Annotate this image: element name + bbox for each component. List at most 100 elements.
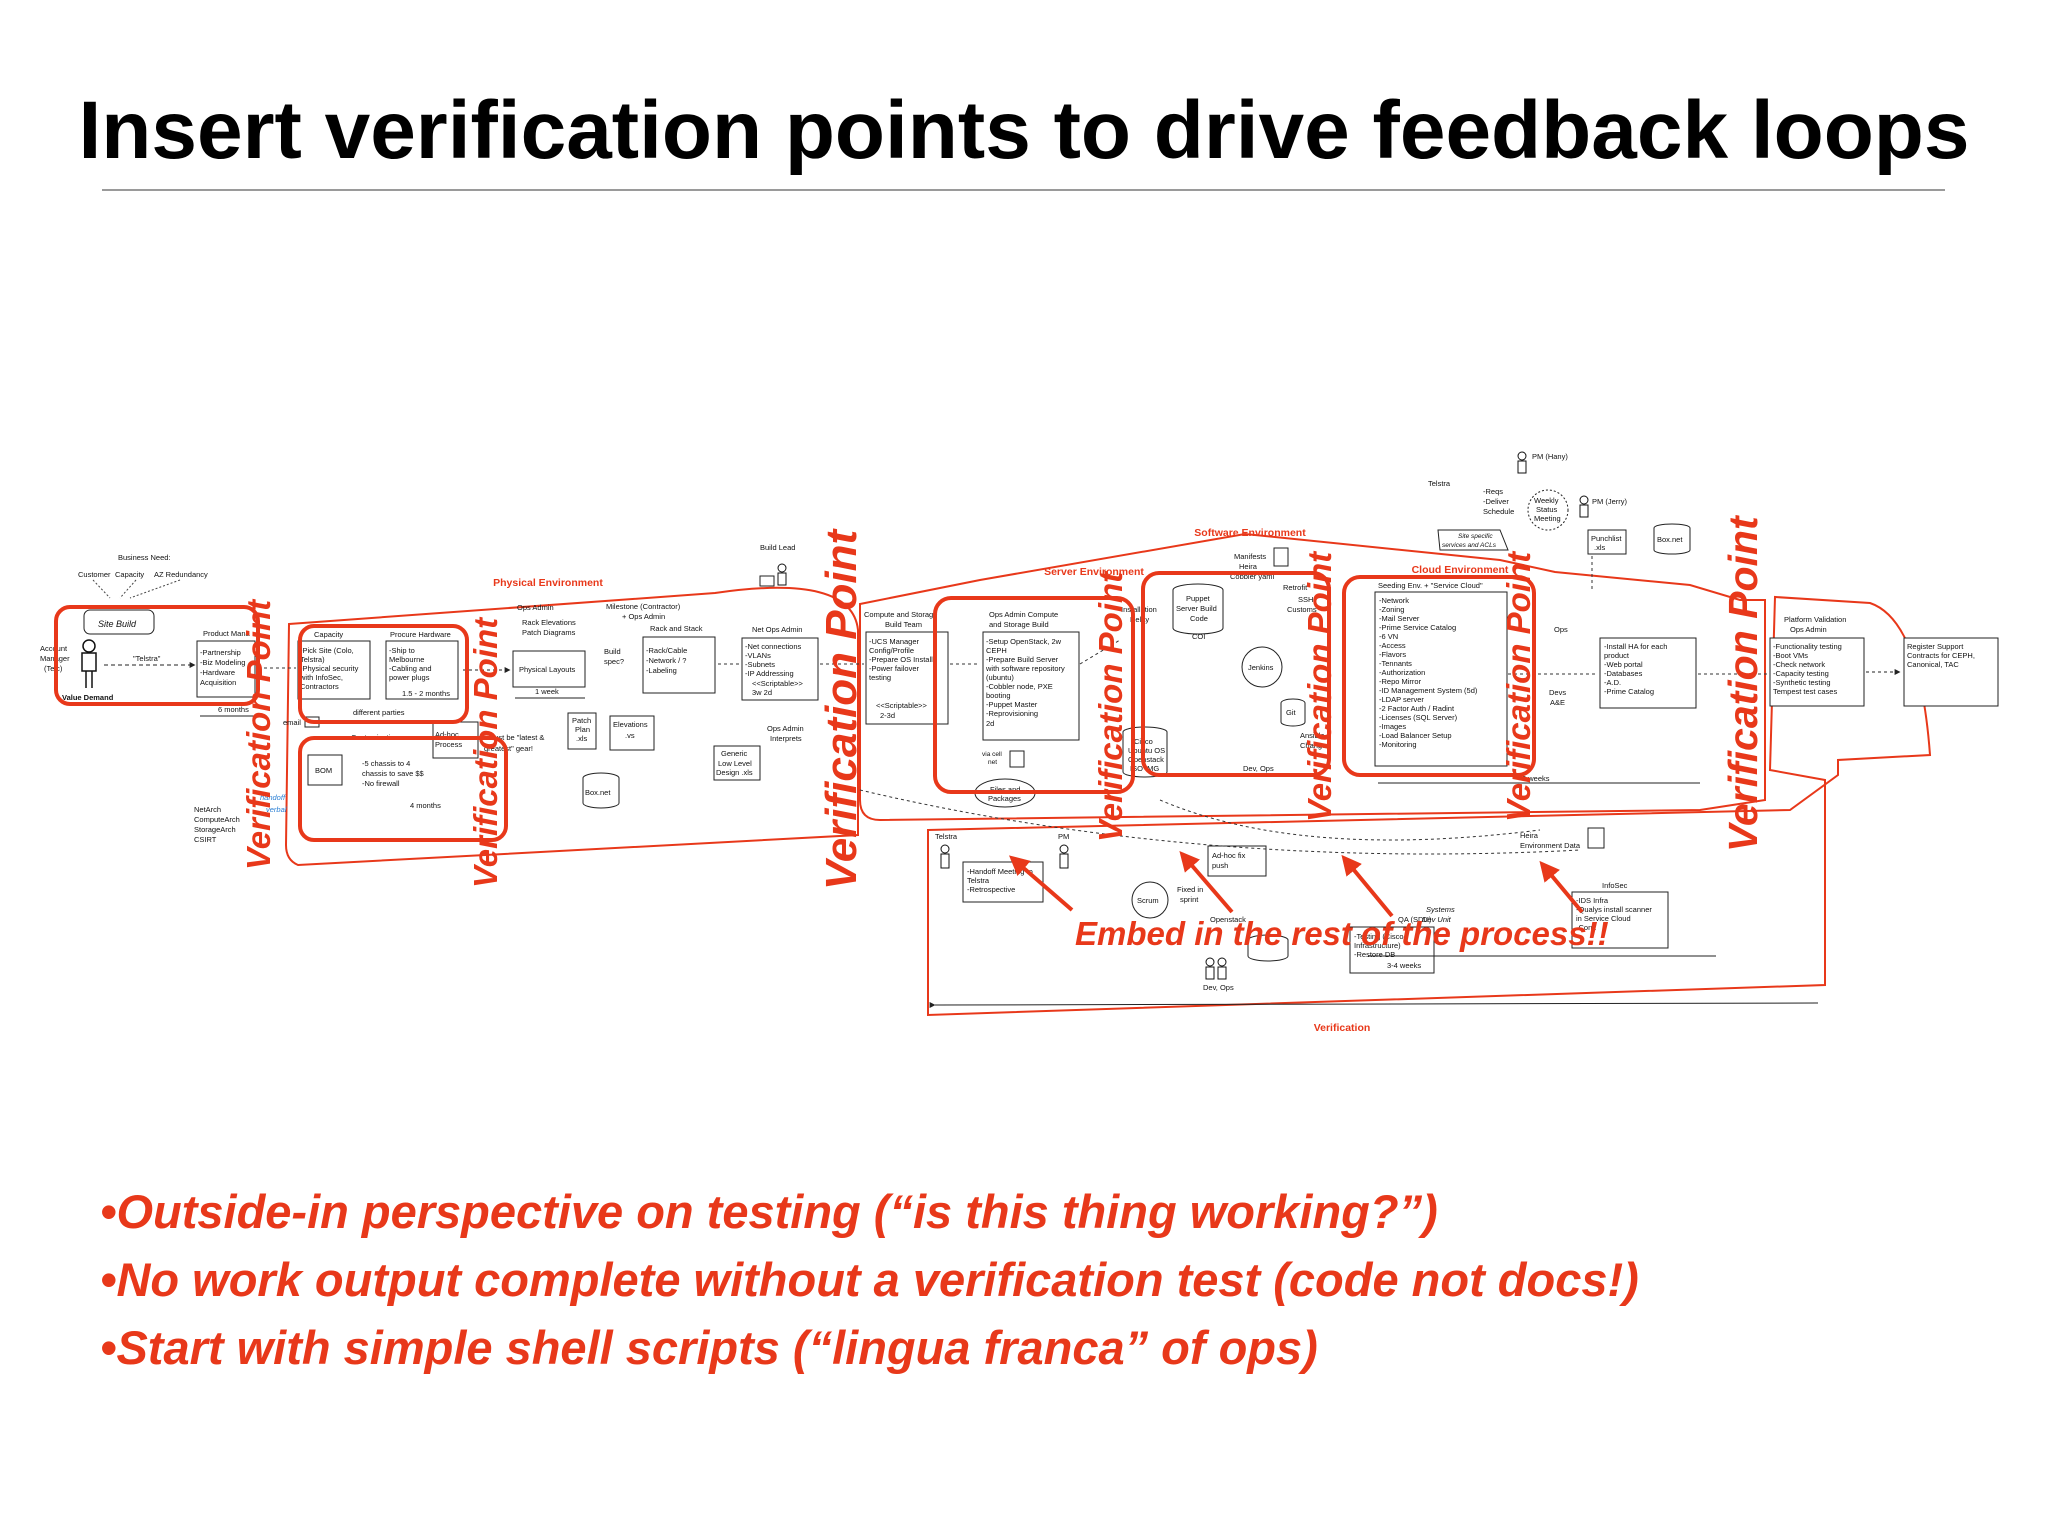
telstra-quote: "Telstra" (133, 654, 161, 663)
highlight-puppet (1141, 571, 1331, 777)
pm-hany: PM (Hany) (1532, 452, 1568, 461)
product-mgmt-item: Acquisition (200, 678, 236, 687)
seeding-item: -Prime Service Catalog (1379, 623, 1456, 632)
product-mgmt-item: -Partnership (200, 648, 241, 657)
fixed-in-sprint: sprint (1180, 895, 1199, 904)
different-parties: different parties (353, 708, 405, 717)
ops-compute-item: -Reprovisioning (986, 709, 1038, 718)
seeding-item: -Authorization (1379, 668, 1425, 677)
elevations-doc: .vs (625, 731, 635, 740)
platform-validation-item: -Synthetic testing (1773, 678, 1831, 687)
rack-stack-item: -Labeling (646, 666, 677, 675)
infosec-item: -Cont. (1576, 923, 1596, 932)
ops-compute-item: -Cobbler node, PXE (986, 682, 1053, 691)
telstra-bottom: Telstra (935, 832, 958, 841)
title-divider (102, 189, 1945, 191)
dev-ops-bottom-person-icon (1205, 957, 1227, 980)
platform-validation-title: Platform Validation (1784, 615, 1846, 624)
highlight-site-build (54, 605, 260, 706)
verification-point-4: Verification Point (1092, 570, 1129, 842)
ops-admin-interprets: Interprets (770, 734, 802, 743)
telstra-top: Telstra (1428, 479, 1451, 488)
seeding-item: -Repo Mirror (1379, 677, 1422, 686)
seeding-item: -Tennants (1379, 659, 1412, 668)
product-mgmt-item: -Biz Modeling (200, 658, 245, 667)
adhoc-fix: push (1212, 861, 1228, 870)
capacity-item: Telstra) (300, 655, 325, 664)
seeding-item: -Monitoring (1379, 740, 1417, 749)
net-ops-item: <<Scriptable>> (752, 679, 803, 688)
business-need-az: AZ Redundancy (154, 570, 208, 579)
verification-point-6: Verification Point (1500, 550, 1537, 822)
must-be-latest: must be "latest & (488, 733, 544, 742)
infosec-item: -IDS Infra (1576, 896, 1609, 905)
git-database-icon (1280, 698, 1306, 727)
four-months: 4 months (410, 801, 441, 810)
weekly-status: Weekly (1534, 496, 1559, 505)
patch-plan: Plan (575, 725, 590, 734)
procure-item: -Cabling and (389, 664, 432, 673)
compute-storage-title: Compute and Storage (864, 610, 937, 619)
mail-icon (759, 575, 775, 587)
compute-storage-item: -UCS Manager (869, 637, 920, 646)
account-manager-person-icon (81, 639, 97, 688)
stakeholder: NetArch (194, 805, 221, 814)
seeding-item: -2 Factor Auth / Radint (1379, 704, 1455, 713)
highlight-bom (298, 736, 508, 842)
business-need-customer: Customer (78, 570, 111, 579)
systems-dev-unit: Systems (1426, 905, 1455, 914)
adhoc-process: Ad-hoc (435, 730, 459, 739)
procure-duration: 1.5 - 2 months (402, 689, 450, 698)
takeaway-bullets: •Outside-in perspective on testing (“is … (100, 1178, 1639, 1382)
compute-storage-title: Build Team (885, 620, 922, 629)
compute-storage-item: testing (869, 673, 891, 682)
platform-validation-item: -Check network (1773, 660, 1825, 669)
ubuntu-stack: Openstack (1128, 755, 1164, 764)
ops-compute-item: (ubuntu) (986, 673, 1014, 682)
verification-point-7: Verification Point (1720, 514, 1766, 852)
ubuntu-stack: Ubuntu OS (1128, 746, 1165, 755)
seeding-item: -Licenses (SQL Server) (1379, 713, 1458, 722)
embed-arrow (1539, 860, 1584, 914)
retrofit-label: Retrofit (1283, 583, 1308, 592)
rack-stack-title: Rack and Stack (650, 624, 703, 633)
net-ops-item: 3w 2d (752, 688, 772, 697)
telstra-person-icon (940, 844, 950, 869)
weekly-status: Meeting (1534, 514, 1561, 523)
ops-compute-title: Ops Admin Compute (989, 610, 1058, 619)
rack-elevations: Rack Elevations (522, 618, 576, 627)
compute-storage-item: -Prepare OS Install (869, 655, 933, 664)
value-demand-label: Value Demand (62, 693, 114, 702)
installation-delay: Delay (1130, 615, 1149, 624)
qa-sdu-item: -Testing (Cisco (1354, 932, 1404, 941)
adhoc-process: Process (435, 740, 462, 749)
rack-stack-item: -Network / ? (646, 656, 686, 665)
bom-label: BOM (315, 766, 332, 775)
scrum-label: Scrum (1137, 896, 1159, 905)
seeding-item: -Access (1379, 641, 1406, 650)
generic-lld: Design .xls (716, 768, 753, 777)
compute-storage-scriptable: 2-3d (880, 711, 895, 720)
one-week: 1 week (535, 687, 559, 696)
ops-compute-item: -Setup OpenStack, 2w (986, 637, 1062, 646)
heira-env: Environment Data (1520, 841, 1581, 850)
ops-compute-item: 2d (986, 719, 994, 728)
highlight-ops-compute (933, 596, 1135, 794)
ops-label: Ops (1554, 625, 1568, 634)
seeding-item: -Zoning (1379, 605, 1404, 614)
platform-validation-item: -Boot VMs (1773, 651, 1808, 660)
generic-lld: Low Level (718, 759, 752, 768)
handoff-meeting: -Retrospective (967, 885, 1015, 894)
heira-env: Heira (1520, 831, 1539, 840)
patch-plan: Patch (572, 716, 591, 725)
highlight-capacity-procure (298, 624, 469, 724)
platform-validation-item: Tempest test cases (1773, 687, 1837, 696)
git-label: Git (1286, 708, 1297, 717)
bullet-item: •Outside-in perspective on testing (“is … (100, 1185, 1438, 1238)
bom-note: -5 chassis to 4 (362, 759, 410, 768)
server-software-cloud-outline (859, 532, 1766, 822)
ansible-changes: Ansible (1300, 731, 1325, 740)
email-label: email (283, 718, 301, 727)
product-mgmt-title: Product Mana (203, 629, 251, 638)
pm-bottom: PM (1058, 832, 1069, 841)
